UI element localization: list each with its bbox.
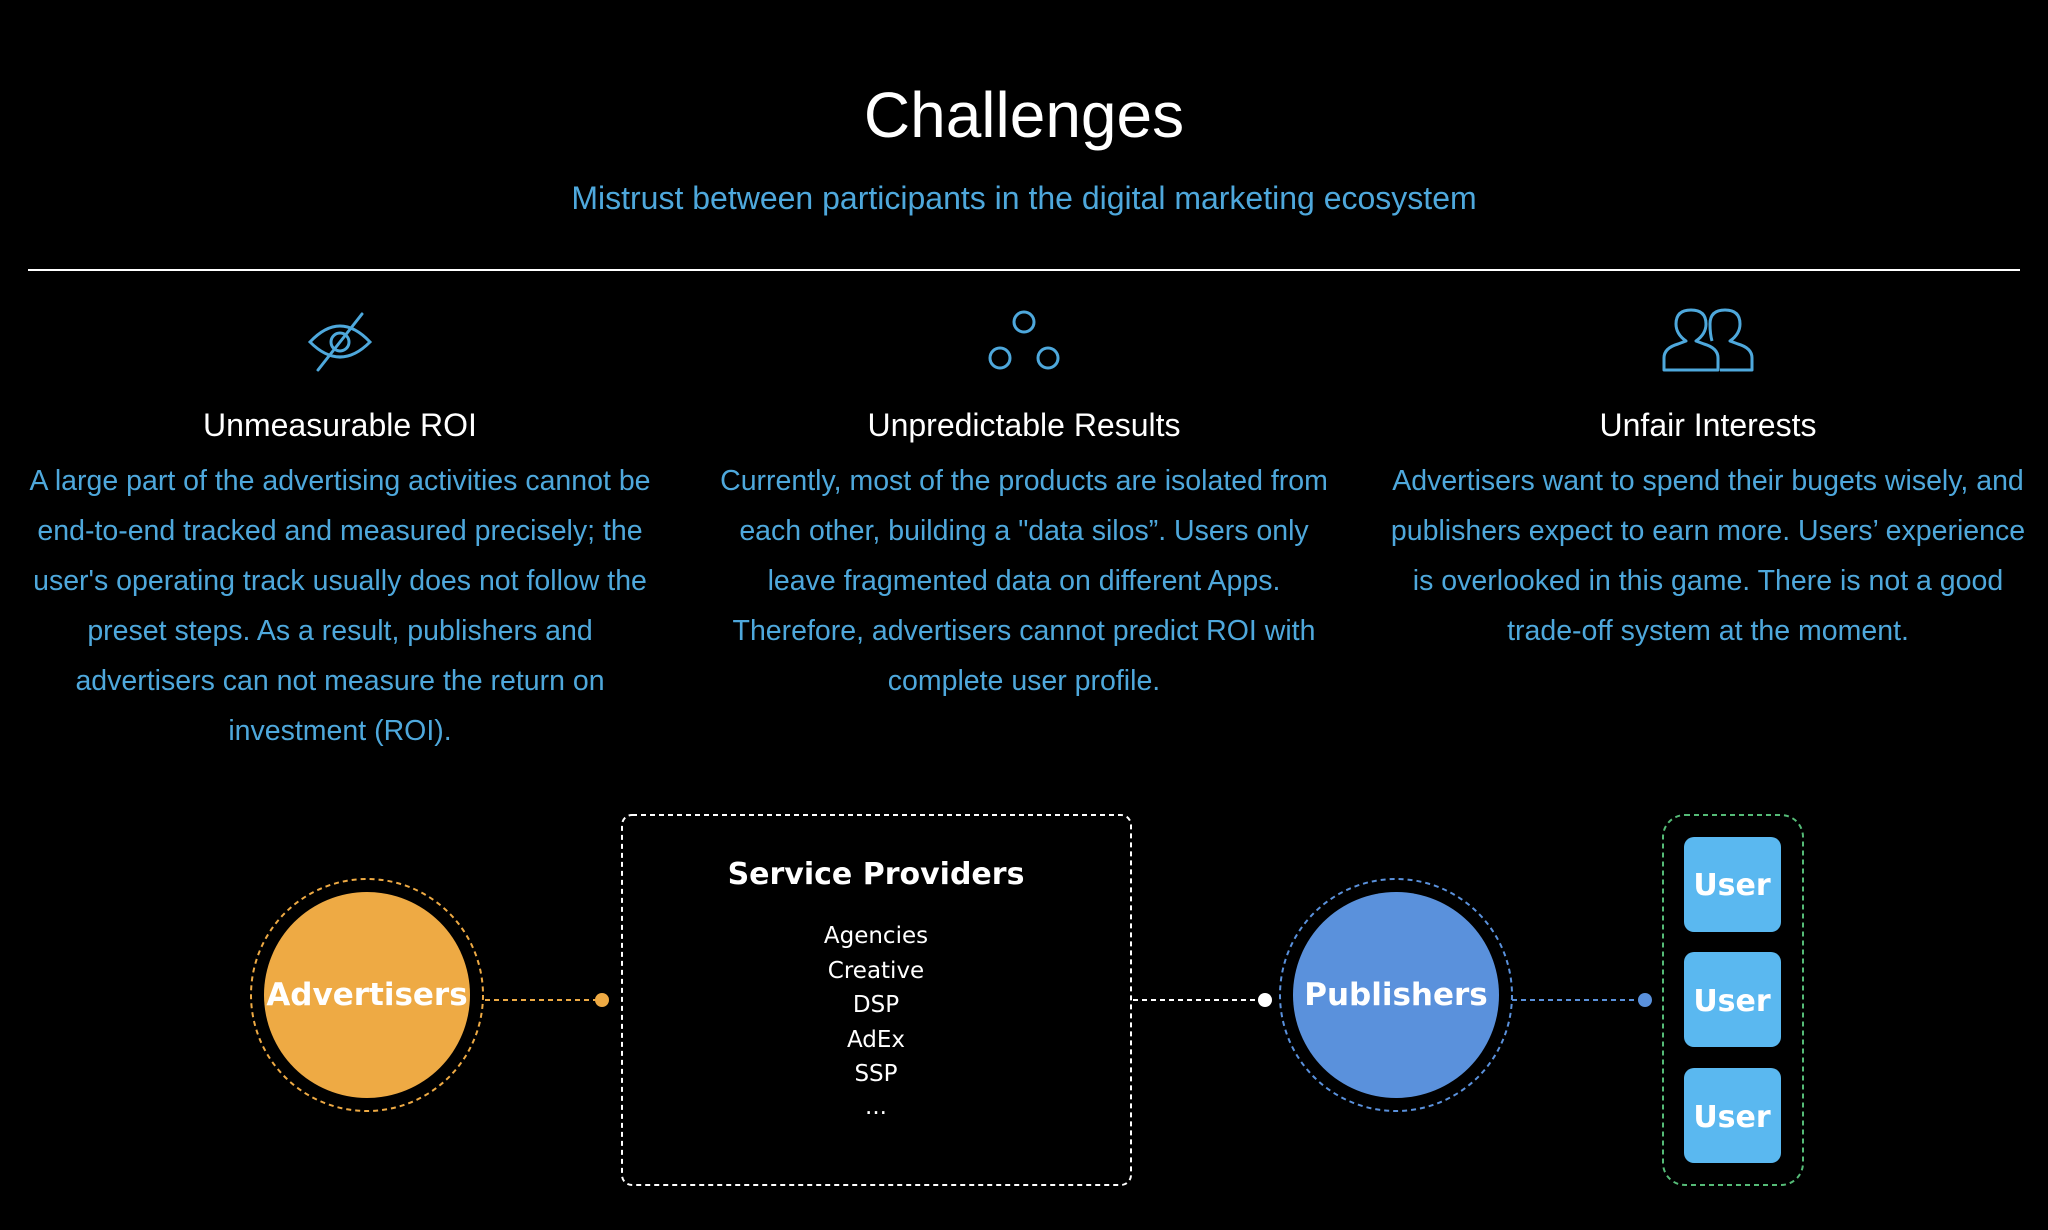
eye-slash-icon [307,312,373,372]
service-providers-title: Service Providers [728,857,1025,892]
advertisers-node: Advertisers [250,878,484,1112]
challenge-title: Unpredictable Results [867,407,1181,443]
user-box: User [1684,1068,1781,1163]
user-box: User [1684,952,1781,1047]
challenge-description: A large part of the advertising activiti… [29,465,651,747]
service-provider-item: DSP [853,992,899,1018]
page-title: Challenges [863,79,1185,151]
user-label: User [1693,1100,1771,1135]
advertisers-label: Advertisers [266,977,467,1013]
challenge-description: Currently, most of the products are isol… [720,465,1328,697]
divider [28,269,2020,271]
user-label: User [1693,984,1771,1019]
users-group: User User User [1662,814,1804,1186]
challenge-title: Unfair Interests [1599,407,1817,443]
service-provider-item: Creative [828,958,924,984]
service-providers-box: Service Providers Agencies Creative DSP … [621,814,1132,1186]
publishers-label: Publishers [1304,977,1488,1013]
service-provider-item: SSP [854,1061,897,1087]
challenge-title: Unmeasurable ROI [203,407,477,443]
three-circles-icon [988,310,1060,370]
challenge-unmeasurable-roi: Unmeasurable ROI A large part of the adv… [20,300,660,747]
users-icon [1662,308,1754,372]
challenge-description: Advertisers want to spend their bugets w… [1390,465,2026,647]
service-provider-item: AdEx [847,1027,905,1053]
user-box: User [1684,837,1781,932]
user-label: User [1693,868,1771,903]
connector-dot [595,993,609,1007]
connector-dot [1258,993,1272,1007]
challenge-unfair-interests: Unfair Interests Advertisers want to spe… [1388,300,2028,647]
service-provider-item: ... [865,1094,887,1120]
publishers-node: Publishers [1279,878,1513,1112]
service-provider-item: Agencies [824,923,928,949]
challenge-unpredictable-results: Unpredictable Results Currently, most of… [704,300,1344,697]
connector-dot [1638,993,1652,1007]
page-subtitle: Mistrust between participants in the dig… [571,180,1477,216]
